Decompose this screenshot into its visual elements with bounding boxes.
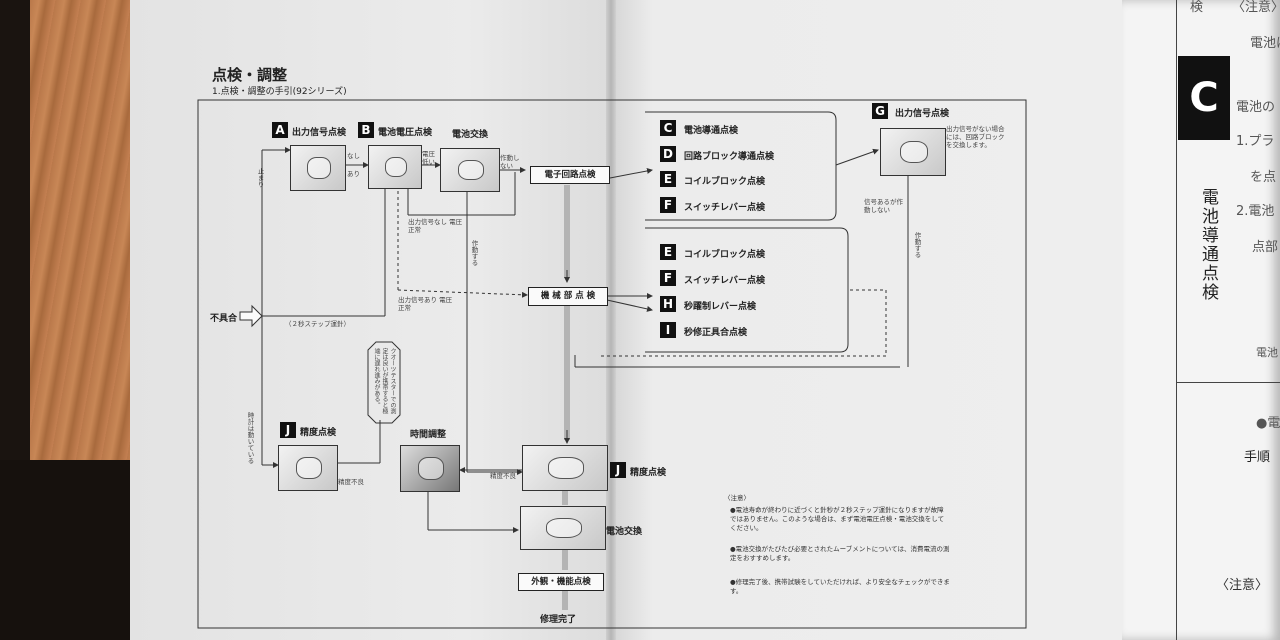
far-top-c: 電池は [1250,36,1280,51]
exterior-check-box: 外観・機能点検 [518,573,604,591]
label-a: 出力信号点検 [292,128,347,138]
far-battery: 電池 [1256,346,1278,359]
badge-g: G [872,103,888,119]
note-3: ●修理完了後、携帯試験をしていただければ、より安全なチェックができます。 [730,578,950,595]
far-procedure: 手順 [1244,450,1271,465]
badge-a: A [272,122,288,138]
note-1: ●電池寿命が終わりに近づくと針秒が２秒ステップ運針になりますが故障ではありません… [730,506,945,532]
badge-f1: F [660,197,676,213]
note-2: ●電池交換がたびたび必要とされたムーブメントについては、消費電流の測定をおすすめ… [730,545,950,562]
badge-h: H [660,296,676,312]
badge-b: B [358,122,374,138]
label-no-output: 出力信号なし 電圧正常 [408,218,463,234]
label-d: 回路ブロック導通点検 [684,152,775,162]
label-c: 電池導通点検 [684,126,739,136]
label-operates: 作動する [470,240,478,266]
label-done: 修理完了 [540,615,577,625]
label-accuracy-bad-1: 精度不良 [338,478,364,486]
badge-c: C [660,120,676,136]
label-no-move: 作動しない [500,154,520,170]
label-fault: 不具合 [210,314,238,324]
label-j1: 精度点検 [300,428,337,438]
badge-d: D [660,146,676,162]
badge-f2: F [660,270,676,286]
badge-i: I [660,322,676,338]
quartz-note: クオーツテスターでの測定は良いが携帯すると極端に遅れ進みがある。 [373,348,396,414]
far-line-1: 電池の [1236,100,1276,115]
badge-e1: E [660,171,676,187]
page-subtitle: 1.点検・調整の手引(92シリーズ) [212,87,347,97]
label-e2: コイルブロック点検 [684,250,766,260]
right-page [612,0,1122,640]
mech-check-box: 機 械 部 点 検 [528,287,608,306]
far-page-rule [1176,0,1177,640]
accuracy-check-photo [278,445,338,491]
label-output-ok: 出力信号あり 電圧正常 [398,296,453,312]
label-stop: 止まり [256,168,264,188]
far-bullet: ●電 [1256,416,1280,431]
label-accuracy-bad-2: 精度不良 [490,472,516,480]
accuracy-check-photo-2 [522,445,608,491]
label-f2: スイッチレバー点検 [684,276,766,286]
g-note: 出力信号がない場合には、回路ブロックを交換します。 [946,125,1005,149]
label-volt-low: 電圧低い [422,150,435,166]
far-vertical-title: 電池導通点検 [1198,188,1218,302]
far-letter-c: C [1178,56,1230,140]
g-signal-ok: 信号あるが作動しない [864,198,903,214]
label-e1: コイルブロック点検 [684,177,766,187]
output-signal-photo [880,128,946,176]
battery-swap-photo [440,148,500,192]
battery-swap-photo-2 [520,506,606,550]
book-spine [606,0,616,640]
far-line-5: 点部 [1252,240,1279,255]
far-top-b: 〈注意〉 [1232,0,1280,15]
label-i: 秒修正具合点検 [684,328,748,338]
badge-e2: E [660,244,676,260]
label-ari: あり [347,170,360,178]
label-j2: 精度点検 [630,468,667,478]
label-b: 電池電圧点検 [378,128,433,138]
label-f1: スイッチレバー点検 [684,203,766,213]
label-clock-running: 時計は動いている [246,412,254,464]
label-time-adjust: 時間調整 [410,430,447,440]
label-two-sec: （２秒ステップ運針） [285,320,350,328]
label-g: 出力信号点検 [895,109,950,119]
label-battery-swap: 電池交換 [452,130,489,140]
far-line-2: 1.プラ [1236,134,1275,149]
notes-heading: 〈注意〉 [724,494,750,502]
label-nashi: なし [347,152,360,160]
far-line-4: 2.電池 [1236,204,1275,219]
far-top-a: 検 [1190,0,1204,15]
circuit-check-box: 電子回路点検 [530,166,610,184]
label-battery-swap-2: 電池交換 [606,527,643,537]
far-line-3: を点 [1250,170,1277,185]
time-adjust-photo [400,445,460,492]
voltage-check-photo [368,145,422,189]
badge-j2: J [610,462,626,478]
output-check-photo [290,145,346,191]
g-operates: 作動する [913,232,921,258]
page-title: 点検・調整 [212,66,288,84]
label-h: 秒躍制レバー点検 [684,302,757,312]
far-page-rule-2 [1176,382,1280,383]
far-caution: 〈注意〉 [1216,578,1269,593]
badge-j1: J [280,422,296,438]
